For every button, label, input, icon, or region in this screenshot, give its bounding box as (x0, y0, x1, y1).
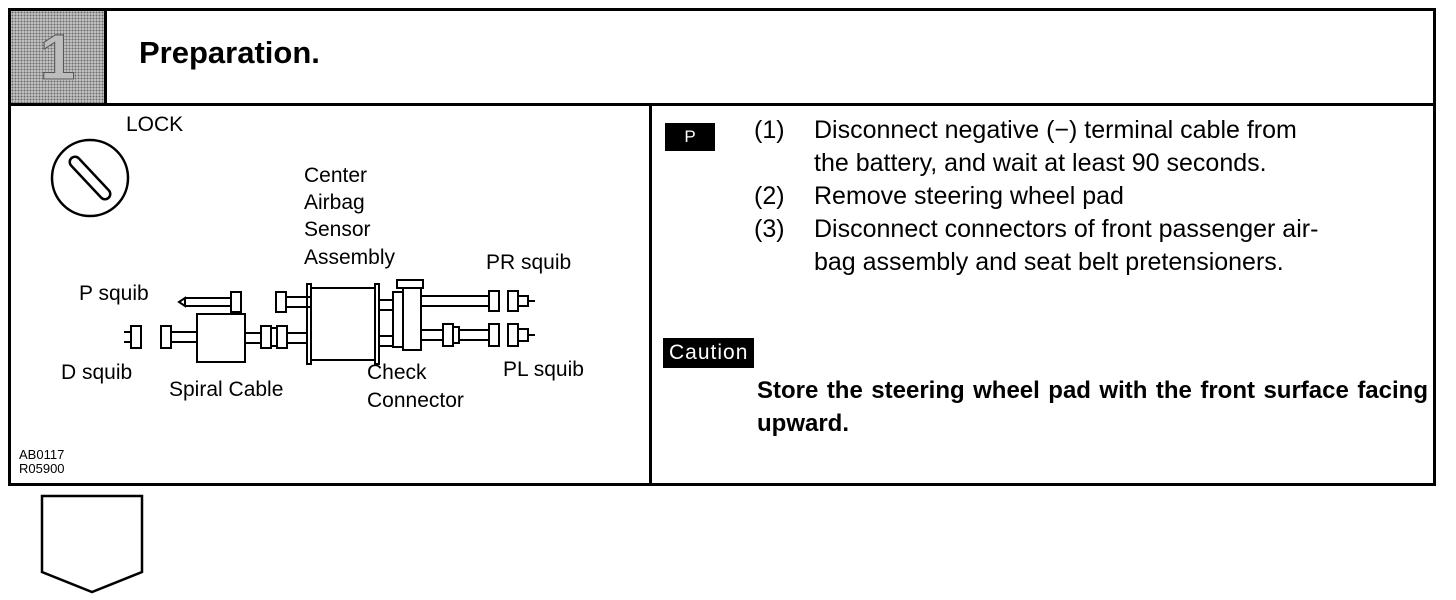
d-squib-label: D squib (61, 361, 132, 384)
step-2: (2) Remove steering wheel pad (754, 180, 1124, 213)
figure-code-2: R05900 (19, 461, 65, 476)
step-3-line-1: Disconnect connectors of front passenger… (814, 215, 1319, 243)
step-3: (3) Disconnect connectors of front passen… (754, 213, 1318, 279)
page-title: Preparation. (139, 35, 320, 70)
procedure-panel: P (1) Disconnect negative (−) terminal ca… (652, 106, 1433, 483)
procedure-badge: P (665, 123, 715, 151)
figure-code: AB0117 R05900 (19, 448, 65, 476)
step-1-line-1: Disconnect negative (−) terminal cable f… (814, 116, 1297, 144)
step-2-number: (2) (754, 182, 785, 210)
connector-lines (124, 279, 535, 365)
center-label-4: Assembly (304, 246, 396, 269)
pr-squib-label: PR squib (486, 251, 571, 274)
illustration-panel: LOCK Center Airbag Sensor Assembly P squ… (11, 106, 652, 483)
section-tab-shape (40, 494, 144, 594)
step-1: (1) Disconnect negative (−) terminal cabl… (754, 114, 1297, 180)
ignition-lock-icon (50, 138, 130, 218)
caution-badge: Caution (663, 338, 755, 368)
step-1-number: (1) (754, 116, 785, 144)
step-3-number: (3) (754, 215, 785, 243)
pl-squib-label: PL squib (503, 358, 584, 381)
step-1-line-2: the battery, and wait at least 90 second… (814, 149, 1267, 177)
step-number-box: 1 (11, 11, 107, 103)
caution-text: Store the steering wheel pad with the fr… (757, 377, 1428, 437)
center-label-3: Sensor (304, 218, 371, 241)
step-number: 1 (39, 21, 76, 94)
lock-label: LOCK (126, 113, 183, 136)
center-label-1: Center (304, 164, 367, 187)
header-bar: 1 Preparation. (11, 11, 1433, 106)
check-connector-label-2: Connector (367, 389, 464, 412)
center-label-2: Airbag (304, 191, 365, 214)
spiral-cable-label: Spiral Cable (169, 378, 283, 401)
p-squib-label: P squib (79, 282, 149, 305)
figure-code-1: AB0117 (19, 447, 65, 462)
step-2-line-1: Remove steering wheel pad (814, 182, 1124, 210)
check-connector-label-1: Check (367, 361, 427, 384)
airbag-wiring-diagram: LOCK Center Airbag Sensor Assembly P squ… (50, 113, 584, 412)
instruction-frame: 1 Preparation. LOCK Center Airbag Sensor… (8, 8, 1436, 486)
step-3-line-2: bag assembly and seat belt pretensioners… (814, 248, 1284, 276)
